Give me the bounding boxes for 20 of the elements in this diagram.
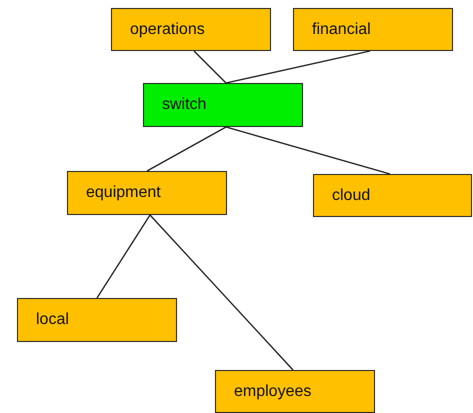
connector-line <box>150 214 294 370</box>
node-label: operations <box>130 20 205 38</box>
connector-line <box>146 126 226 172</box>
process-box <box>17 298 177 342</box>
connector-line <box>194 50 226 84</box>
node-label: financial <box>312 20 371 38</box>
connector-line <box>226 50 370 84</box>
process-box <box>67 171 227 215</box>
node-label: switch <box>162 96 206 114</box>
connector-line <box>96 214 151 298</box>
process-box <box>215 370 375 413</box>
process-box <box>313 174 472 217</box>
node-label: cloud <box>332 186 370 204</box>
node-label: employees <box>234 382 312 400</box>
process-box <box>143 83 303 127</box>
node-label: equipment <box>86 184 161 202</box>
process-box <box>111 8 271 51</box>
process-box <box>293 8 453 51</box>
connector-line <box>226 126 390 175</box>
node-label: local <box>36 311 69 329</box>
